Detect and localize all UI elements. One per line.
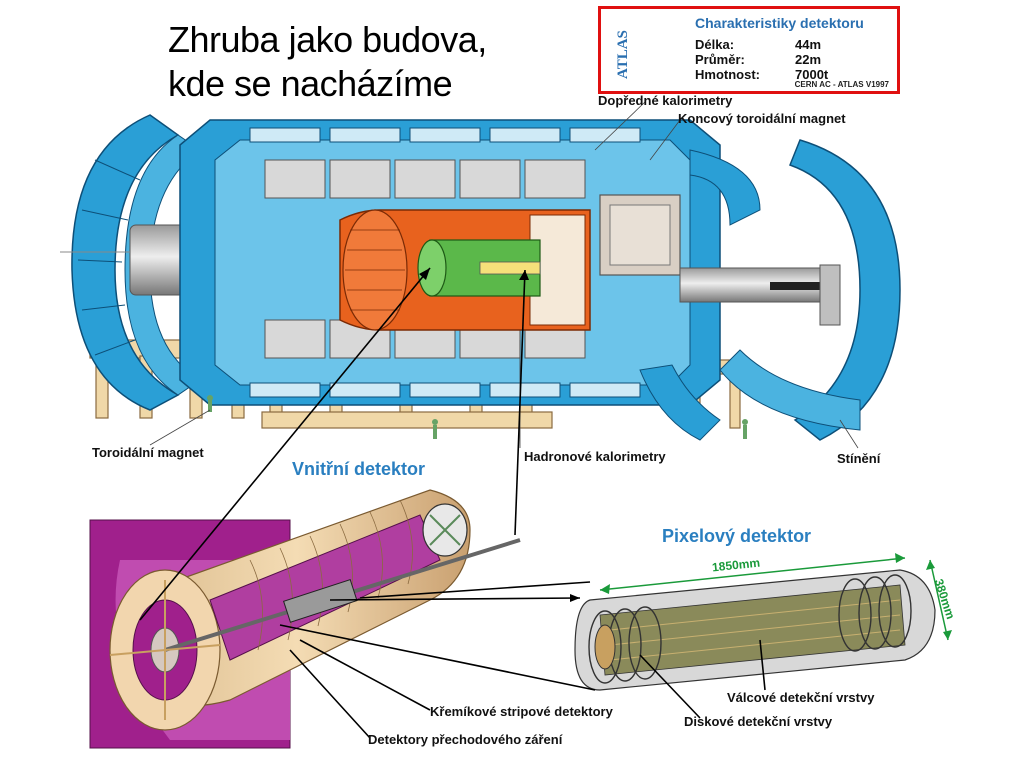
label-barrel-layers: Válcové detekční vrstvy <box>727 690 875 705</box>
specs-credit: CERN AC - ATLAS V1997 <box>794 80 889 89</box>
spec-row-mass: Hmotnost: 7000t <box>695 67 828 82</box>
label-end-cap-toroid: Koncový toroidální magnet <box>678 111 846 126</box>
label-silicon-strip: Křemíkové stripové detektory <box>430 704 613 719</box>
spec-value: 7000t <box>795 67 829 82</box>
label-inner-detector: Vnitřní detektor <box>292 459 426 479</box>
specs-heading: Charakteristiky detektoru <box>695 15 864 31</box>
person-figure <box>207 395 748 439</box>
pixel-detector-illustration <box>574 553 952 691</box>
label-hadronic-calorimeters: Hadronové kalorimetry <box>524 449 666 464</box>
spec-value: 44m <box>795 37 822 52</box>
spec-row-length: Délka: 44m <box>695 37 821 52</box>
spec-label: Průměr: <box>695 52 745 67</box>
label-leaders <box>149 101 859 449</box>
label-toroid-magnet: Toroidální magnet <box>92 445 204 460</box>
spec-label: Hmotnost: <box>695 67 760 82</box>
slide-title: Zhruba jako budova, kde se nacházíme <box>168 18 487 106</box>
main-detector <box>60 101 901 449</box>
label-trt: Detektory přechodového záření <box>368 732 563 747</box>
label-pixel-detector: Pixelový detektor <box>662 526 812 546</box>
spec-value: 22m <box>795 52 822 67</box>
connector-lines <box>139 267 766 739</box>
inner-detector-cylinder <box>417 239 541 297</box>
title-line-1: Zhruba jako budova, <box>168 19 487 60</box>
label-shielding: Stínění <box>837 451 881 466</box>
title-line-2: kde se nacházíme <box>168 63 453 104</box>
label-disk-layers: Diskové detekční vrstvy <box>684 714 833 729</box>
spec-row-diameter: Průměr: 22m <box>695 52 821 67</box>
inner-detector-cutaway <box>89 489 521 749</box>
label-forward-calorimeters: Dopředné kalorimetry <box>598 93 733 108</box>
left-muon-wheel <box>71 114 201 411</box>
connector-arrowheads <box>419 268 580 602</box>
spec-label: Délka: <box>695 37 735 52</box>
detector-specs-box: ATLAS Charakteristiky detektoru Délka: 4… <box>598 6 900 94</box>
atlas-logo-text: ATLAS <box>615 30 631 79</box>
forward-calorimeter <box>599 194 681 276</box>
right-beam-section <box>679 264 841 326</box>
right-muon-wheel <box>639 139 901 441</box>
